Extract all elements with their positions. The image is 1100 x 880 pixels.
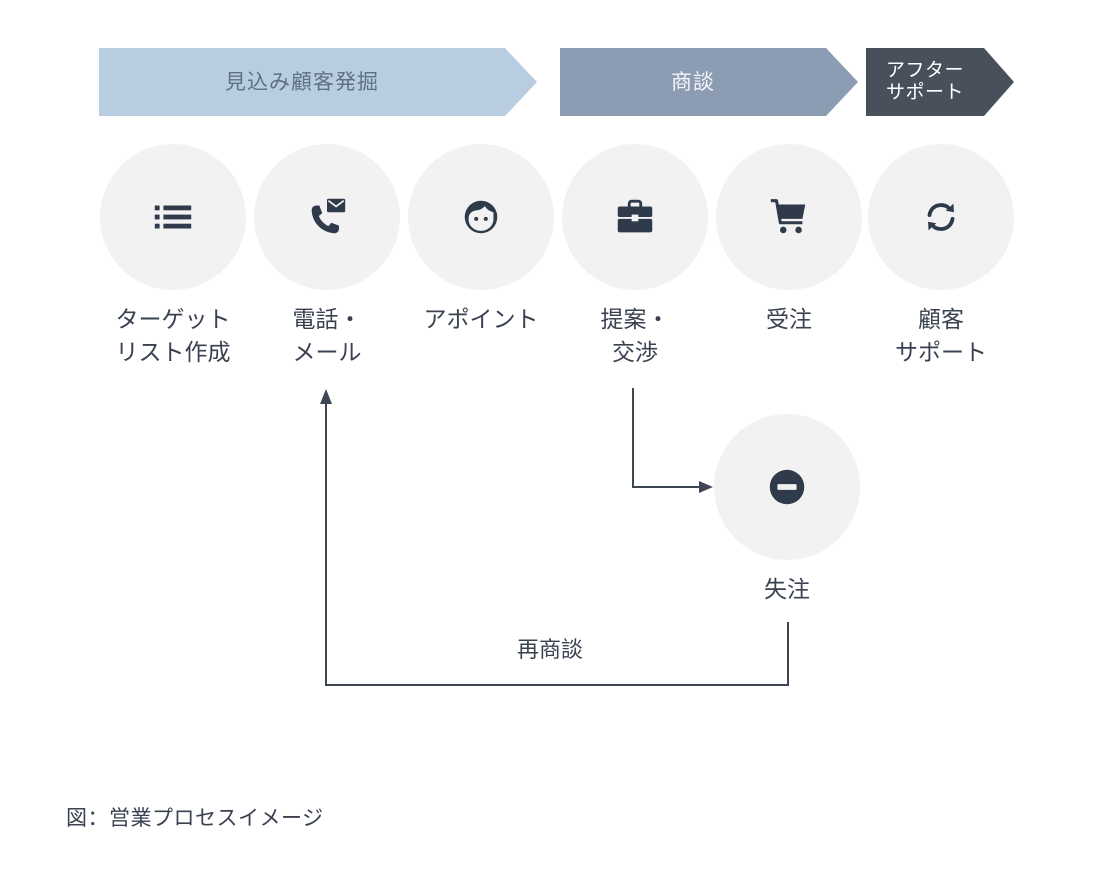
step-phone-mail: 電話・ メール [252, 144, 402, 371]
phone-mail-icon [311, 198, 346, 234]
step-label: ターゲット リスト作成 [115, 307, 231, 367]
step-circle [408, 144, 554, 290]
face-icon [464, 200, 498, 234]
phase-label: 見込み顧客発掘 [225, 69, 379, 94]
step-circle [562, 144, 708, 290]
step-circle [100, 144, 246, 290]
cart-icon [770, 199, 806, 234]
step-label: 失注 [764, 577, 810, 603]
step-customer-support: 顧客 サポート [866, 144, 1016, 371]
briefcase-icon [617, 199, 653, 233]
arrow-to-lost-order [632, 388, 713, 493]
refresh-icon [927, 203, 955, 231]
step-lost-order: 失注 [712, 414, 862, 607]
step-label: 受注 [766, 307, 812, 333]
step-label: 顧客 サポート [895, 307, 987, 367]
arrow-renegotiation [320, 389, 789, 686]
step-target-list: ターゲット リスト作成 [98, 144, 248, 371]
step-appointment: アポイント [406, 144, 556, 337]
list-icon [154, 205, 192, 229]
phase-banner-after-support: アフター サポート [866, 48, 1014, 116]
step-label: 提案・ 交渉 [600, 307, 670, 367]
step-label: 電話・ メール [292, 307, 362, 367]
figure-caption: 図：営業プロセスイメージ [66, 806, 324, 830]
step-circle [254, 144, 400, 290]
step-proposal-negotiation: 提案・ 交渉 [560, 144, 710, 371]
renegotiation-label: 再商談 [516, 638, 583, 663]
step-circle [714, 414, 860, 560]
step-circle [868, 144, 1014, 290]
phase-banner-negotiation: 商談 [560, 48, 858, 116]
step-circle [716, 144, 862, 290]
phase-label: アフター サポート [885, 59, 964, 103]
minus-circle-icon [769, 469, 805, 505]
phase-label: 商談 [671, 69, 715, 94]
step-label: アポイント [423, 307, 539, 333]
step-order-received: 受注 [714, 144, 864, 337]
phase-banner-prospecting: 見込み顧客発掘 [99, 48, 537, 116]
